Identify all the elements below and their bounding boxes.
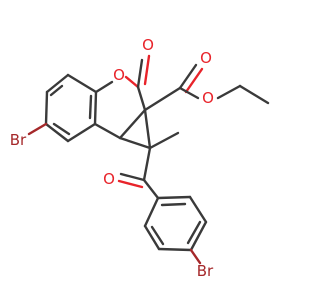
bond — [143, 54, 151, 86]
bonds — [27, 54, 270, 265]
bond — [93, 122, 122, 140]
bond — [49, 84, 64, 97]
bond — [188, 195, 208, 224]
ester-ether-oxygen-label: O — [202, 89, 214, 107]
bond — [143, 224, 161, 251]
bond — [124, 75, 140, 89]
bromine-bottom-label: Br — [197, 262, 214, 280]
bond — [160, 202, 187, 207]
bond — [143, 108, 152, 150]
bond — [136, 85, 147, 112]
bond — [45, 73, 70, 94]
bond — [186, 220, 202, 245]
bond — [118, 108, 147, 140]
molecule-diagram: O O O O O Br Br — [10, 36, 270, 280]
atom-labels: O O O O O Br Br — [10, 36, 214, 280]
bond — [93, 90, 98, 126]
bond — [94, 80, 114, 94]
bond — [52, 122, 71, 136]
bond — [142, 146, 152, 182]
bond — [136, 58, 144, 89]
bond — [216, 84, 242, 100]
bond — [157, 247, 193, 252]
bond — [118, 136, 152, 150]
lactone-carbonyl-oxygen-label: O — [142, 36, 154, 54]
bond — [148, 131, 180, 150]
bond — [178, 63, 198, 90]
bond — [66, 73, 98, 94]
bond — [119, 172, 146, 182]
bond — [142, 178, 160, 200]
ester-carbonyl-oxygen-label: O — [200, 49, 212, 67]
bond — [143, 196, 160, 228]
bond — [88, 94, 93, 120]
bond — [189, 248, 202, 265]
bond — [238, 84, 270, 105]
ring-oxygen-label: O — [113, 66, 125, 84]
ketone-oxygen-label: O — [103, 170, 115, 188]
bond — [178, 86, 200, 100]
bond — [150, 225, 165, 246]
bromine-left-label: Br — [10, 131, 27, 149]
bond — [189, 220, 208, 252]
bond — [117, 179, 144, 189]
bond — [66, 122, 97, 143]
bond — [143, 86, 182, 112]
bond — [44, 90, 49, 126]
bond — [156, 195, 192, 200]
bond — [44, 122, 70, 143]
bond — [27, 122, 48, 136]
bond — [184, 67, 204, 94]
